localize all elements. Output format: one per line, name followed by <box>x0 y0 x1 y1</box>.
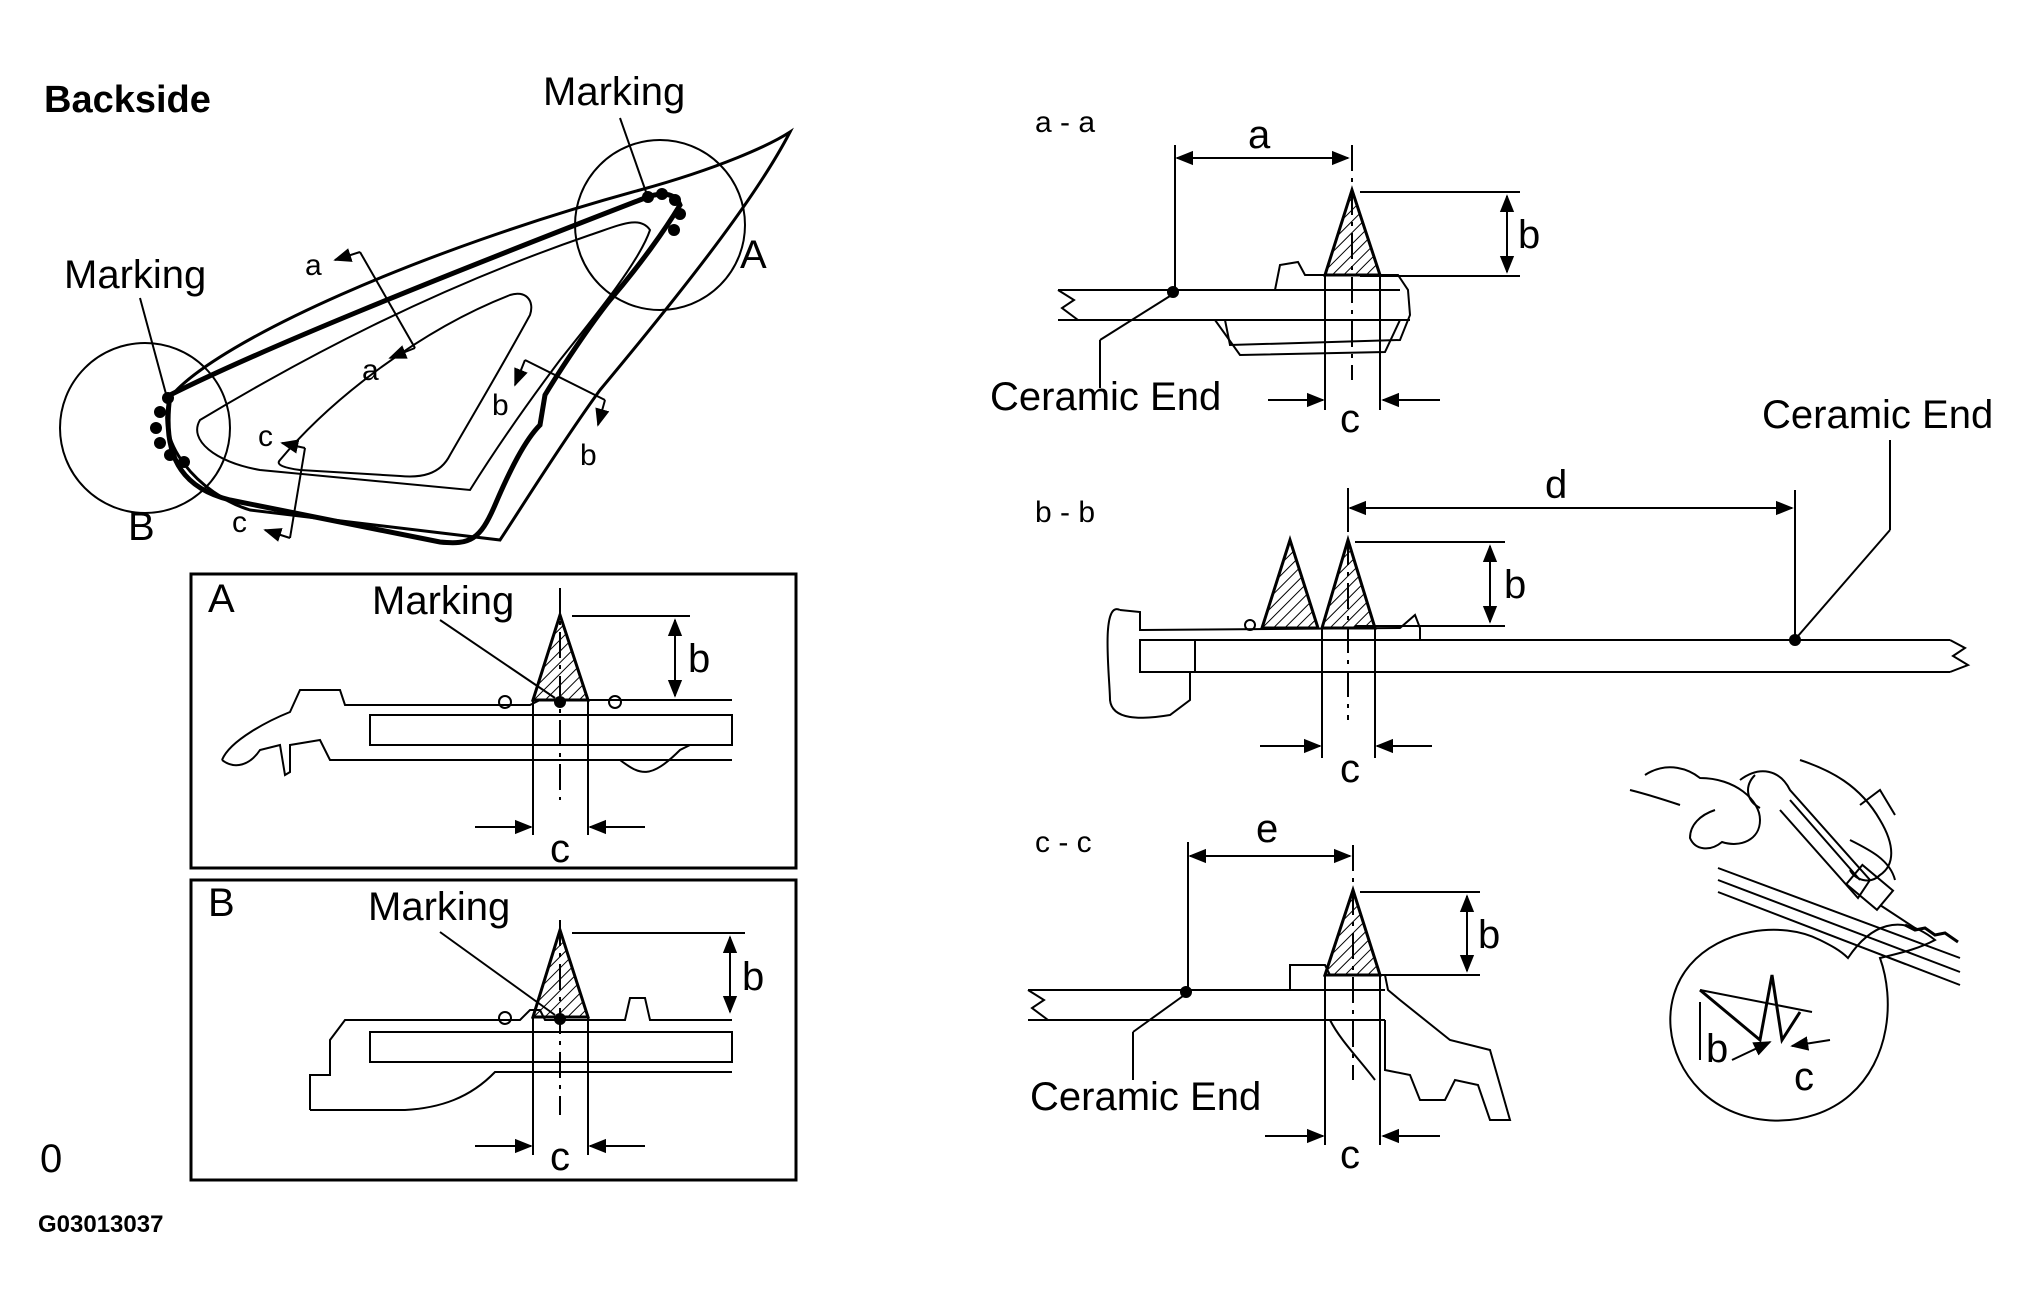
detail-b-panel <box>189 878 798 1182</box>
section-bb-ceramic-label: Ceramic End <box>1762 393 1993 437</box>
section-c-label-1: c <box>258 420 273 453</box>
detail-b-marking-label: Marking <box>368 885 510 929</box>
section-aa-title: a - a <box>1035 106 1095 139</box>
section-aa-dim-b: b <box>1518 213 1540 257</box>
detail-a-dim-b: b <box>688 637 710 681</box>
section-aa-dim-a: a <box>1248 113 1271 157</box>
section-cc-drawing <box>1027 842 1512 1145</box>
detail-a-title: A <box>208 577 235 621</box>
section-b-label-1: b <box>492 389 509 422</box>
section-a-label-1: a <box>305 249 322 282</box>
overview-marking-top-label: Marking <box>543 70 685 114</box>
figure-title: Backside <box>44 79 211 121</box>
detail-a-marking-label: Marking <box>372 579 514 623</box>
section-bb-dim-b: b <box>1504 563 1526 607</box>
section-cc-dim-e: e <box>1256 807 1278 851</box>
section-aa-drawing <box>1057 145 1520 410</box>
detail-b-title: B <box>208 881 235 925</box>
section-bb-drawing <box>1106 440 1971 758</box>
section-bb-dim-d: d <box>1545 463 1567 507</box>
marking-dots-top <box>642 188 686 236</box>
section-aa-dim-c: c <box>1340 397 1360 441</box>
section-bb-title: b - b <box>1035 496 1095 529</box>
detail-circle-a <box>574 139 746 311</box>
section-bb-dim-c: c <box>1340 747 1360 791</box>
section-cc-title: c - c <box>1035 826 1092 859</box>
section-b-label-2: b <box>580 439 597 472</box>
section-aa-ceramic-label: Ceramic End <box>990 375 1221 419</box>
glass-overview <box>59 117 794 546</box>
detail-a-dim-c: c <box>550 827 570 871</box>
section-cc-ceramic-label: Ceramic End <box>1030 1075 1261 1119</box>
overview-marking-left-label: Marking <box>64 253 206 297</box>
corner-mark: 0 <box>40 1137 62 1181</box>
detail-b-dim-c: c <box>550 1135 570 1179</box>
section-a-label-2: a <box>362 354 379 387</box>
applicator-dim-b: b <box>1706 1027 1728 1071</box>
figure-code: G03013037 <box>38 1211 163 1238</box>
detail-circle-b <box>59 342 231 514</box>
detail-a-panel <box>189 572 798 870</box>
marking-dots-left <box>150 392 190 468</box>
section-c-label-2: c <box>232 506 247 539</box>
overview-circle-a-label: A <box>740 233 767 277</box>
section-cc-dim-c: c <box>1340 1133 1360 1177</box>
adhesive-applicator-illustration <box>1629 759 1961 1122</box>
detail-b-dim-b: b <box>742 955 764 999</box>
overview-circle-b-label: B <box>128 505 155 549</box>
applicator-dim-c: c <box>1794 1055 1814 1099</box>
section-cc-dim-b: b <box>1478 913 1500 957</box>
